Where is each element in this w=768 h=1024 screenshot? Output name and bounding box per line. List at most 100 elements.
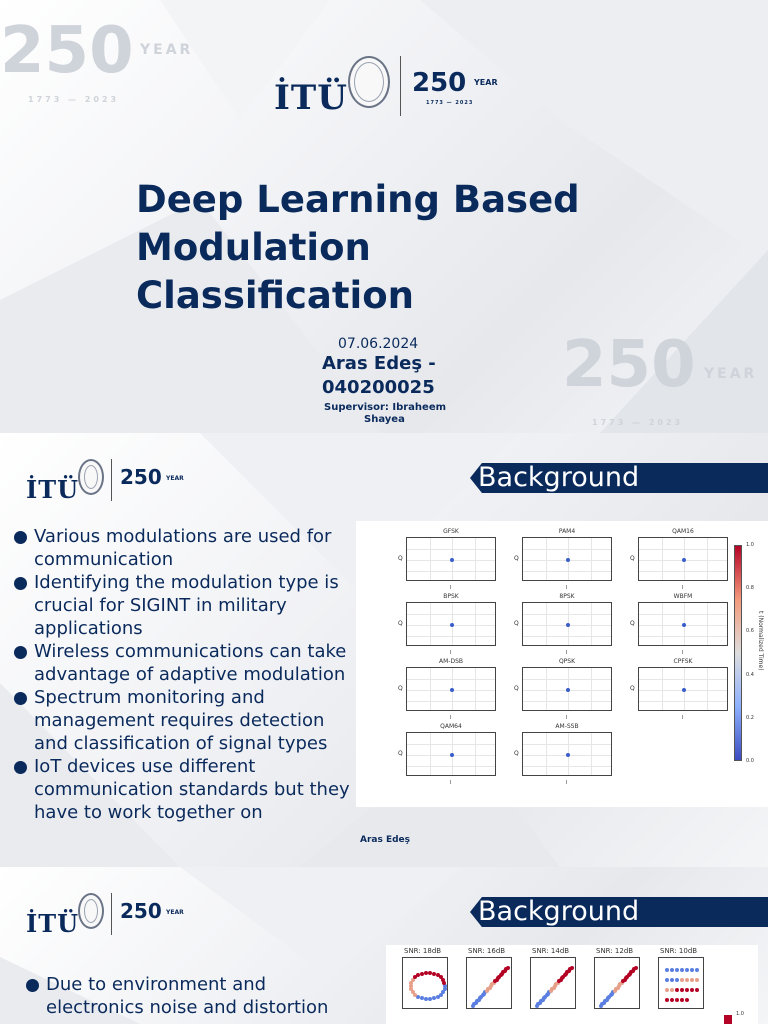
gridline: [407, 766, 495, 767]
snr-panel-title: SNR: 12dB: [596, 947, 634, 955]
supervisor-name: Supervisor: Ibraheem Shayea: [324, 402, 454, 426]
bullet-item: Identifying the modulation type is cruci…: [14, 571, 354, 640]
bullet-item: Various modulations are used for communi…: [14, 525, 354, 571]
scatter-point: [419, 996, 424, 1001]
x-tick-label: I: [682, 585, 684, 591]
data-point: [566, 753, 570, 757]
y-axis-label: Q: [514, 750, 519, 757]
gridline: [661, 603, 663, 645]
scatter-point: [431, 971, 436, 976]
gridline: [474, 538, 476, 580]
scatter-point: [438, 992, 443, 997]
panel-title: QPSK: [558, 658, 576, 665]
scatter-point: [432, 996, 437, 1001]
supervisor-line: Supervisor: Ibraheem: [324, 402, 447, 413]
scatter-point: [410, 977, 415, 982]
itu-logo: İTÜ: [26, 909, 80, 938]
gridline: [523, 701, 611, 702]
scatter-point: [409, 984, 413, 989]
scatter-point: [675, 968, 679, 972]
scatter-panel: [522, 602, 612, 646]
scatter-panel: [638, 602, 728, 646]
background-slide: İTÜ 250 YEAR Background Various modulati…: [0, 433, 768, 867]
scatter-point: [423, 996, 428, 1001]
gridline: [639, 571, 727, 572]
gridline: [706, 538, 708, 580]
slide-footer-author: Aras Edeş: [360, 835, 411, 845]
gridline: [523, 766, 611, 767]
x-tick-label: I: [566, 585, 568, 591]
gridline: [407, 549, 495, 550]
y-axis-label: Q: [630, 620, 635, 627]
anniversary-250-logo: 250: [120, 899, 162, 923]
bullet-item: Wireless communications can take advanta…: [14, 640, 354, 686]
y-axis-label: Q: [630, 555, 635, 562]
scatter-point: [690, 988, 694, 992]
snr-scatter-panel: [402, 957, 448, 1009]
scatter-point: [409, 980, 414, 985]
gridline: [474, 603, 476, 645]
scatter-panel: [522, 667, 612, 711]
university-seal-icon: [78, 459, 104, 495]
anniversary-year-word: YEAR: [474, 78, 498, 87]
x-tick-label: I: [566, 715, 568, 721]
panel-title: AM-SSB: [555, 723, 579, 730]
scatter-point: [680, 968, 684, 972]
snr-panel-title: SNR: 16dB: [468, 947, 506, 955]
scatter-point: [442, 980, 447, 985]
y-axis-label: Q: [398, 620, 403, 627]
colorbar-segment: [724, 1015, 732, 1024]
bullet-item: Spectrum monitoring and management requi…: [14, 686, 354, 755]
gridline: [407, 571, 495, 572]
gridline: [639, 679, 727, 680]
y-axis-label: Q: [630, 685, 635, 692]
scatter-panel: [638, 537, 728, 581]
x-tick-label: I: [450, 715, 452, 721]
y-axis-label: Q: [398, 750, 403, 757]
snr-panel-title: SNR: 10dB: [660, 947, 698, 955]
snr-panel-title: SNR: 14dB: [532, 947, 570, 955]
gridline: [523, 549, 611, 550]
data-point: [566, 623, 570, 627]
scatter-point: [665, 968, 669, 972]
data-point: [566, 688, 570, 692]
scatter-point: [685, 968, 689, 972]
title-line: Deep Learning Based: [136, 178, 580, 221]
colorbar-tick: 0.8: [746, 585, 754, 592]
colorbar-tick: 1.0: [736, 1011, 744, 1017]
scatter-point: [413, 975, 418, 980]
scatter-point: [670, 978, 674, 982]
gridline: [706, 668, 708, 710]
logo-divider: [111, 459, 112, 501]
data-point: [450, 623, 454, 627]
gridline: [639, 549, 727, 550]
gridline: [661, 538, 663, 580]
scatter-panel: [406, 602, 496, 646]
background-slide-2: İTÜ 250 YEAR Background Due to environme…: [0, 867, 768, 1024]
data-point: [450, 688, 454, 692]
gridline: [545, 733, 547, 775]
gridline: [639, 614, 727, 615]
gridline: [523, 744, 611, 745]
scatter-point: [441, 977, 446, 982]
x-tick-label: I: [450, 650, 452, 656]
scatter-point: [416, 994, 421, 999]
scatter-point: [665, 978, 669, 982]
anniversary-range: 1773 — 2023: [426, 100, 474, 106]
scatter-point: [443, 984, 447, 988]
x-tick-label: I: [682, 715, 684, 721]
scatter-point: [675, 998, 679, 1002]
colorbar: [734, 545, 742, 761]
gridline: [523, 571, 611, 572]
scatter-point: [695, 968, 699, 972]
x-tick-label: I: [450, 585, 452, 591]
anniversary-year-word: YEAR: [166, 475, 184, 482]
title-slide: 250 YEAR 1773 — 2023 250 YEAR 1773 — 202…: [0, 0, 768, 433]
snr-scatter-panel: [530, 957, 576, 1009]
panel-title: WBFM: [673, 593, 693, 600]
data-point: [450, 753, 454, 757]
scatter-point: [690, 978, 694, 982]
data-point: [682, 558, 686, 562]
section-title: Background: [470, 897, 768, 927]
